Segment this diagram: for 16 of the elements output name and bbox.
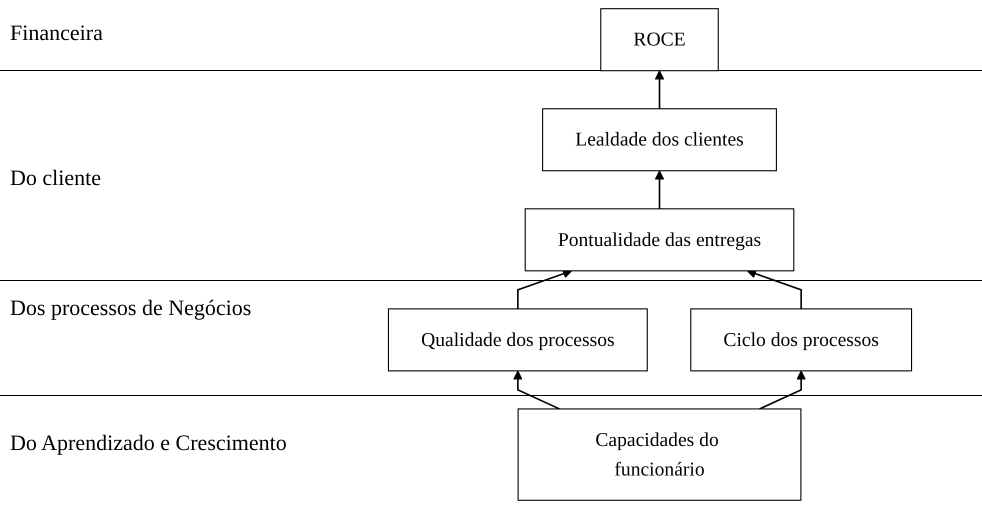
perspective-label: Do cliente (10, 165, 102, 191)
node-box: Pontualidade das entregas (524, 208, 794, 272)
perspective-label: Dos processos de Negócios (10, 295, 252, 321)
arrow (759, 370, 806, 410)
node-box: Ciclo dos processos (690, 308, 912, 372)
arrow (513, 370, 560, 410)
perspective-label: Financeira (10, 20, 103, 46)
node-box: Qualidade dos processos (388, 308, 648, 372)
node-box: ROCE (600, 8, 719, 72)
perspective-label: Do Aprendizado e Crescimento (10, 430, 287, 456)
node-box: Capacidades do funcionário (518, 408, 802, 501)
arrow (746, 269, 802, 309)
arrow (517, 269, 572, 309)
node-box: Lealdade dos clientes (542, 108, 777, 172)
arrow (654, 170, 664, 209)
arrow (654, 70, 664, 109)
